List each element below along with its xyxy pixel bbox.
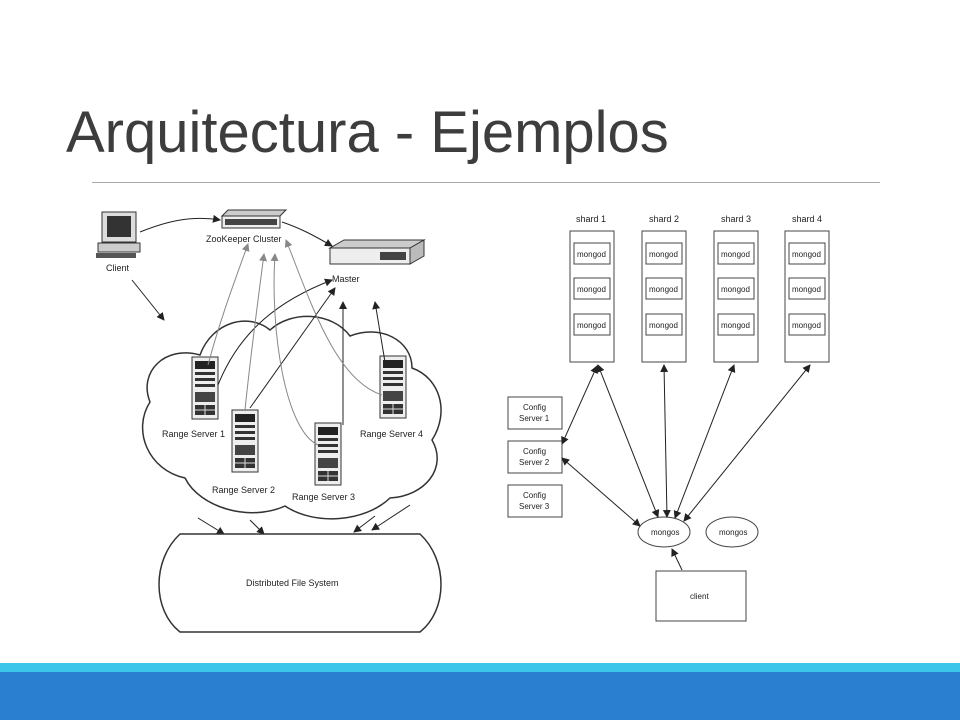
master-server-icon [328, 239, 426, 265]
footer-band [0, 672, 960, 720]
shard-3-mongod-3: mongod [721, 321, 750, 330]
shard-4-mongod-1: mongod [792, 250, 821, 259]
zookeeper-cluster-icon [220, 209, 288, 229]
config-server-3-line2: Server 3 [519, 502, 550, 511]
client-label: Client [106, 263, 130, 273]
title-divider [92, 182, 880, 183]
footer-accent-band [0, 663, 960, 672]
shard-1-label: shard 1 [576, 214, 606, 224]
shard-4-mongod-3: mongod [792, 321, 821, 330]
mongodb-sharding-diagram: shard 1 mongod mongod mongod shard 2 mon… [507, 214, 830, 622]
config-server-1-box [507, 396, 563, 430]
mongo-client-box [655, 570, 747, 622]
shard-1-mongod-2: mongod [577, 285, 606, 294]
range-server-2-label: Range Server 2 [212, 485, 275, 495]
config-server-2-line2: Server 2 [519, 458, 550, 467]
config-server-1-line1: Config [523, 403, 546, 412]
shard-2-mongod-3: mongod [649, 321, 678, 330]
config-server-2-line1: Config [523, 447, 546, 456]
mongos-router-1-label: mongos [651, 528, 679, 537]
shard-3-mongod-1: mongod [721, 250, 750, 259]
client-computer-icon [96, 211, 141, 258]
range-server-4-icon [379, 355, 407, 419]
config-server-2-box [507, 440, 563, 474]
dfs-label: Distributed File System [246, 578, 339, 588]
mongo-client-label: client [690, 592, 709, 601]
range-server-3-icon [314, 422, 342, 486]
range-server-1-icon [191, 356, 219, 420]
shard-2-label: shard 2 [649, 214, 679, 224]
shard-2-mongod-1: mongod [649, 250, 678, 259]
range-server-4-label: Range Server 4 [360, 429, 423, 439]
config-server-3-box [507, 484, 563, 518]
shard-4-label: shard 4 [792, 214, 822, 224]
config-server-3-line1: Config [523, 491, 546, 500]
config-server-1-line2: Server 1 [519, 414, 550, 423]
shard-3-mongod-2: mongod [721, 285, 750, 294]
shard-1-mongod-1: mongod [577, 250, 606, 259]
range-server-2-icon [231, 409, 259, 473]
shard-4-mongod-2: mongod [792, 285, 821, 294]
range-server-3-label: Range Server 3 [292, 492, 355, 502]
zookeeper-label: ZooKeeper Cluster [206, 234, 282, 244]
shard-3-label: shard 3 [721, 214, 751, 224]
distributed-file-system [158, 533, 442, 633]
shard-2-mongod-2: mongod [649, 285, 678, 294]
shard-1-mongod-3: mongod [577, 321, 606, 330]
mongos-router-2-label: mongos [719, 528, 747, 537]
slide-title: Arquitectura - Ejemplos [66, 100, 669, 165]
range-server-1-label: Range Server 1 [162, 429, 225, 439]
range-server-diagram: Client ZooKeeper Cluster Master Range Se… [96, 209, 442, 633]
master-label: Master [332, 274, 360, 284]
